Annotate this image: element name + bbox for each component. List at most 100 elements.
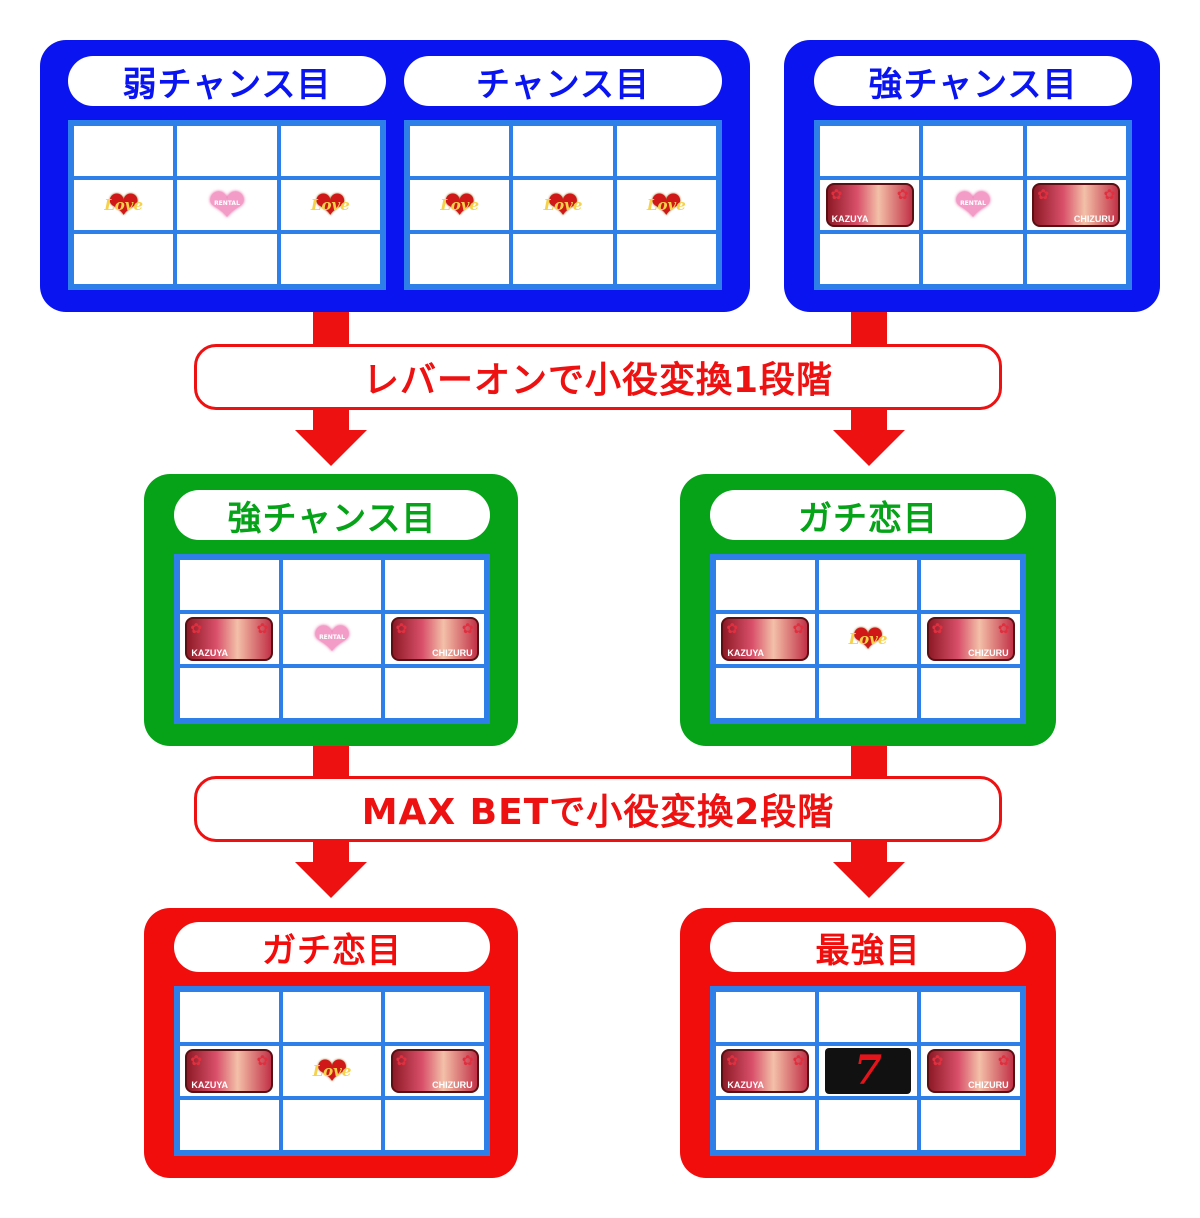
- reel-cell: ✿✿KAZUYA: [714, 1044, 817, 1098]
- reel-cell: [919, 990, 1022, 1044]
- reel-cell: [714, 990, 817, 1044]
- reel-cell: ❤Love: [278, 178, 382, 232]
- rental-heart-icon: ❤RENTAL: [207, 178, 247, 232]
- reel-cell: [278, 232, 382, 286]
- love-heart-icon: ❤Love: [420, 186, 499, 224]
- kazuya-character-icon: ✿✿KAZUYA: [185, 1049, 274, 1093]
- reel-cell: ❤Love: [816, 612, 920, 666]
- reel-grid-strongest: ✿✿KAZUYA 7 ✿✿CHIZURU: [710, 986, 1026, 1156]
- title-strong-chance-top: 強チャンス目: [814, 56, 1132, 106]
- reel-cell: [816, 990, 920, 1044]
- step2-banner: MAX BETで小役変換2段階: [194, 776, 1002, 842]
- reel-cell: [511, 124, 615, 178]
- reel-cell: ✿✿CHIZURU: [1024, 178, 1128, 232]
- chizuru-character-icon: ✿✿CHIZURU: [390, 1049, 479, 1093]
- reel-cell: ❤Love: [72, 178, 176, 232]
- arrow-head-down: [833, 430, 905, 466]
- rental-heart-icon: ❤RENTAL: [953, 178, 993, 232]
- reel-cell: ❤RENTAL: [175, 178, 279, 232]
- reel-cell: 7: [816, 1044, 920, 1098]
- reel-cell: [383, 666, 486, 720]
- reel-cell: ❤Love: [511, 178, 615, 232]
- reel-cell: [816, 666, 920, 720]
- reel-cell: ✿✿CHIZURU: [383, 1044, 486, 1098]
- reel-cell: [816, 1098, 920, 1152]
- chizuru-character-icon: ✿✿CHIZURU: [390, 617, 479, 661]
- title-strong-chance-middle: 強チャンス目: [174, 490, 490, 540]
- reel-cell: [383, 990, 486, 1044]
- reel-cell: ❤Love: [280, 1044, 384, 1098]
- reel-cell: [919, 1098, 1022, 1152]
- reel-cell: [1024, 232, 1128, 286]
- reel-cell: [921, 232, 1025, 286]
- reel-cell: [818, 124, 922, 178]
- reel-cell: [280, 558, 384, 612]
- chizuru-character-icon: ✿✿CHIZURU: [926, 617, 1015, 661]
- reel-cell: ✿✿CHIZURU: [919, 612, 1022, 666]
- reel-grid-chance: ❤Love ❤Love ❤Love: [404, 120, 722, 290]
- reel-cell: [178, 666, 281, 720]
- reel-cell: [714, 558, 817, 612]
- title-chance: チャンス目: [404, 56, 722, 106]
- rental-heart-icon: ❤RENTAL: [312, 612, 352, 666]
- reel-cell: [178, 558, 281, 612]
- chizuru-character-icon: ✿✿CHIZURU: [926, 1049, 1015, 1093]
- reel-grid-strong-chance-middle: ✿✿KAZUYA ❤RENTAL ✿✿CHIZURU: [174, 554, 490, 724]
- reel-cell: [280, 1098, 384, 1152]
- kazuya-character-icon: ✿✿KAZUYA: [721, 617, 810, 661]
- title-gachi-koi-bottom: ガチ恋目: [174, 922, 490, 972]
- reel-cell: [72, 232, 176, 286]
- reel-cell: [919, 558, 1022, 612]
- kazuya-character-icon: ✿✿KAZUYA: [185, 617, 274, 661]
- reel-cell: [408, 124, 512, 178]
- reel-cell: [614, 124, 718, 178]
- love-heart-icon: ❤Love: [292, 1052, 371, 1090]
- reel-cell: ❤RENTAL: [280, 612, 384, 666]
- reel-cell: [178, 1098, 281, 1152]
- step1-banner: レバーオンで小役変換1段階: [194, 344, 1002, 410]
- reel-cell: ❤RENTAL: [921, 178, 1025, 232]
- love-heart-icon: ❤Love: [291, 186, 370, 224]
- kazuya-character-icon: ✿✿KAZUYA: [721, 1049, 810, 1093]
- reel-cell: [1024, 124, 1128, 178]
- reel-cell: [278, 124, 382, 178]
- love-heart-icon: ❤Love: [828, 620, 907, 658]
- title-gachi-koi-middle: ガチ恋目: [710, 490, 1026, 540]
- reel-cell: [72, 124, 176, 178]
- reel-grid-strong-chance-top: ✿✿KAZUYA ❤RENTAL ✿✿CHIZURU: [814, 120, 1132, 290]
- reel-cell: [816, 558, 920, 612]
- chizuru-character-icon: ✿✿CHIZURU: [1032, 183, 1121, 227]
- reel-cell: [714, 666, 817, 720]
- arrow-head-down: [833, 862, 905, 898]
- arrow-head-down: [295, 862, 367, 898]
- arrow-head-down: [295, 430, 367, 466]
- reel-cell: ✿✿CHIZURU: [919, 1044, 1022, 1098]
- kazuya-character-icon: ✿✿KAZUYA: [825, 183, 914, 227]
- reel-cell: ✿✿CHIZURU: [383, 612, 486, 666]
- reel-cell: [921, 124, 1025, 178]
- reel-cell: ✿✿KAZUYA: [714, 612, 817, 666]
- reel-cell: ❤Love: [408, 178, 512, 232]
- reel-cell: [175, 232, 279, 286]
- reel-cell: ❤Love: [614, 178, 718, 232]
- title-weak-chance: 弱チャンス目: [68, 56, 386, 106]
- reel-grid-gachi-koi-bottom: ✿✿KAZUYA ❤Love ✿✿CHIZURU: [174, 986, 490, 1156]
- reel-cell: ✿✿KAZUYA: [818, 178, 922, 232]
- reel-cell: ✿✿KAZUYA: [178, 612, 281, 666]
- reel-cell: [175, 124, 279, 178]
- title-strongest: 最強目: [710, 922, 1026, 972]
- love-heart-icon: ❤Love: [84, 186, 163, 224]
- love-heart-icon: ❤Love: [627, 186, 706, 224]
- reel-cell: [280, 666, 384, 720]
- reel-cell: [178, 990, 281, 1044]
- reel-cell: [714, 1098, 817, 1152]
- seven-icon: 7: [824, 1048, 911, 1094]
- reel-cell: [818, 232, 922, 286]
- reel-grid-gachi-koi-middle: ✿✿KAZUYA ❤Love ✿✿CHIZURU: [710, 554, 1026, 724]
- reel-cell: [408, 232, 512, 286]
- reel-cell: [280, 990, 384, 1044]
- love-heart-icon: ❤Love: [523, 186, 602, 224]
- reel-cell: ✿✿KAZUYA: [178, 1044, 281, 1098]
- reel-cell: [511, 232, 615, 286]
- reel-cell: [614, 232, 718, 286]
